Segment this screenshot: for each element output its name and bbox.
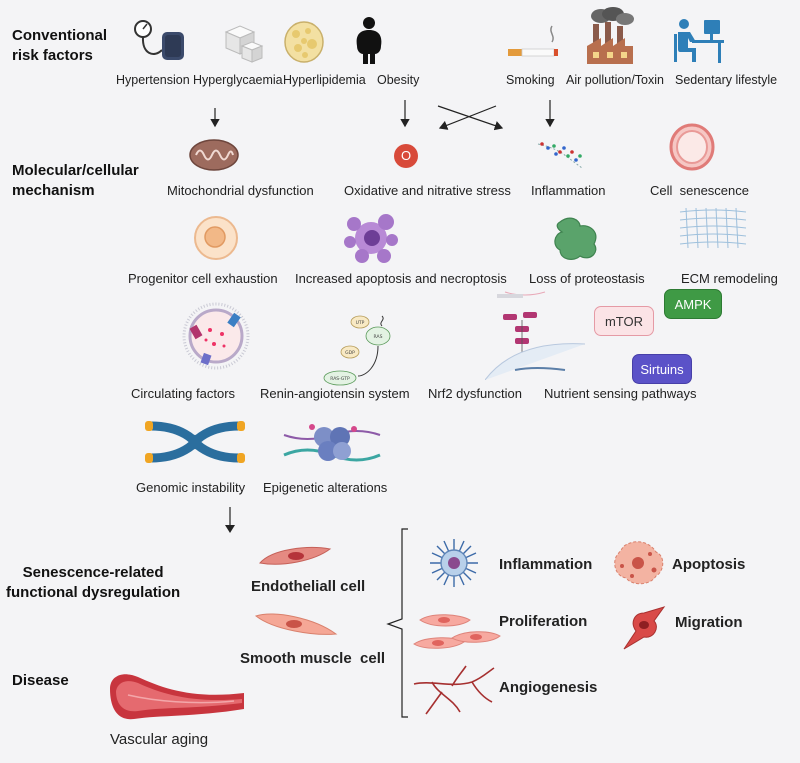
exosome-icon xyxy=(180,300,252,372)
risk-obesity: Obesity xyxy=(377,73,420,87)
mech-ecm: ECM remodeling xyxy=(681,271,778,286)
mech-epigenetic: Epigenetic alterations xyxy=(263,480,388,495)
svg-text:RAS: RAS xyxy=(374,334,383,340)
risk-hyperlipidemia: Hyperlipidemia xyxy=(283,73,366,87)
dys-proliferation: Proliferation xyxy=(499,613,588,630)
risk-smoking: Smoking xyxy=(506,73,555,87)
inflammatory-cell-icon xyxy=(428,537,480,589)
proliferating-cells-icon xyxy=(412,610,502,652)
vessel-branches-icon xyxy=(412,664,496,716)
mech-renin: Renin-angiotensin system xyxy=(260,386,410,401)
svg-text:GDP: GDP xyxy=(345,350,355,356)
endothelial-cell-label: Endotheliall cell xyxy=(251,578,366,595)
dys-migration: Migration xyxy=(675,614,743,631)
disease-title: Disease xyxy=(12,672,69,689)
mech-apoptosis: Increased apoptosis and necroptosis xyxy=(295,271,507,286)
desk-worker-icon xyxy=(670,14,724,64)
mech-senescence: Cell senescence xyxy=(650,183,749,198)
oxidative-stress-icon: O xyxy=(393,143,419,169)
nucleosome-icon xyxy=(282,415,382,469)
progenitor-cell-icon xyxy=(193,215,239,261)
oxidative-symbol: O xyxy=(400,148,412,163)
risk-sedentary: Sedentary lifestyle xyxy=(675,73,778,87)
mech-mitochondrial: Mitochondrial dysfunction xyxy=(167,183,314,198)
risk-hyperglycaemia: Hyperglycaemia xyxy=(193,73,283,87)
svg-text:UTP: UTP xyxy=(356,320,365,326)
mech-progenitor: Progenitor cell exhaustion xyxy=(128,271,278,286)
endothelial-cell-icon xyxy=(258,543,332,569)
blood-pressure-icon xyxy=(132,18,188,64)
migrating-cell-icon xyxy=(620,605,670,651)
ampk-pill: AMPK xyxy=(664,289,722,319)
mech-circulating: Circulating factors xyxy=(131,386,236,401)
senescent-cell-icon xyxy=(668,122,716,172)
dys-inflammation: Inflammation xyxy=(499,556,593,573)
svg-text:RAS-GTP: RAS-GTP xyxy=(330,376,350,382)
ecm-mesh-icon xyxy=(678,206,748,250)
sugar-cubes-icon xyxy=(218,18,264,64)
blood-vessel-icon xyxy=(104,665,246,731)
risk-factors-title: Conventional risk factors xyxy=(12,27,108,64)
lipid-droplet-icon xyxy=(283,20,325,64)
apoptotic-cell-icon xyxy=(342,210,400,266)
grouping-brace xyxy=(382,527,412,721)
risk-arrows xyxy=(0,0,800,140)
inflammation-icon xyxy=(536,138,586,170)
mechanism-title: Molecular/cellular mechanism xyxy=(12,162,139,199)
mitochondria-icon xyxy=(188,138,240,172)
smooth-muscle-cell-icon xyxy=(254,608,338,638)
mech-oxidative: Oxidative and nitrative stress xyxy=(344,183,511,198)
smooth-muscle-cell-label: Smooth muscle cell xyxy=(240,650,386,667)
sirtuins-pill: Sirtuins xyxy=(632,354,692,384)
dys-apoptosis: Apoptosis xyxy=(672,556,746,573)
disease-vascular-aging: Vascular aging xyxy=(110,731,209,748)
mech-inflammation: Inflammation xyxy=(531,183,606,198)
factory-pollution-icon xyxy=(583,6,637,66)
apoptotic-body-icon xyxy=(610,538,668,588)
senescence-title: Senescence-related functional dysregulat… xyxy=(6,564,181,601)
risk-hypertension: Hypertension xyxy=(116,73,190,87)
dys-angiogenesis: Angiogenesis xyxy=(499,679,598,696)
nrf2-pathway-icon xyxy=(485,290,585,380)
mech-proteostasis: Loss of proteostasis xyxy=(529,271,645,286)
mech-genomic: Genomic instability xyxy=(136,480,246,495)
mech-nrf2: Nrf2 dysfunction xyxy=(428,386,522,401)
mech-nutrient: Nutrient sensing pathways xyxy=(544,386,697,401)
gtpase-cycle-icon: UTP RAS GDP RAS-GTP xyxy=(320,310,404,386)
protein-aggregate-icon xyxy=(550,212,602,264)
chromosome-icon xyxy=(143,420,247,464)
risk-air-pollution: Air pollution/Toxin xyxy=(566,73,664,87)
cigarette-icon xyxy=(506,22,562,62)
obese-person-icon xyxy=(351,16,387,66)
mtor-pill: mTOR xyxy=(594,306,654,336)
down-arrow xyxy=(220,505,240,535)
